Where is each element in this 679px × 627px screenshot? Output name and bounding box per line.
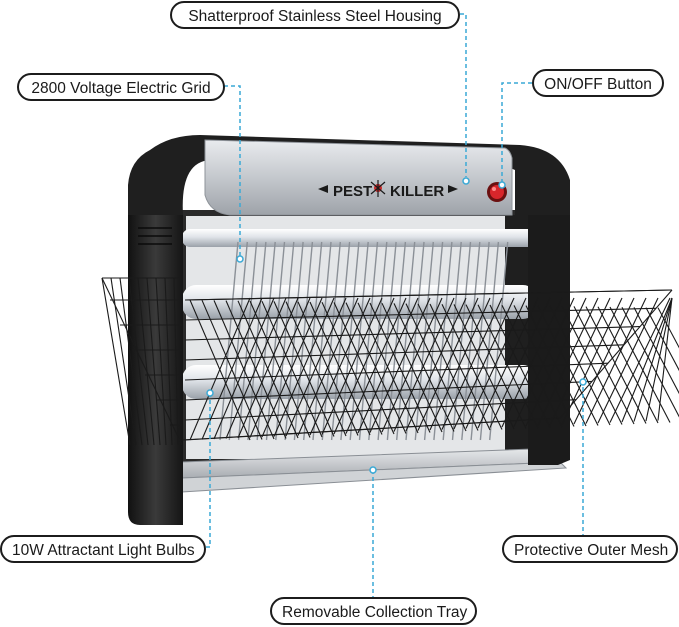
mosquito-icon	[370, 180, 386, 197]
leader-grid	[224, 85, 241, 257]
arrow-left-icon	[318, 185, 328, 193]
callout-electric-grid: 2800 Voltage Electric Grid	[17, 73, 225, 101]
brand-text-left: PEST	[333, 183, 372, 200]
arrow-right-icon	[448, 185, 458, 193]
left-vents	[138, 227, 172, 245]
leader-button	[501, 82, 532, 182]
leader-dots	[206, 177, 587, 474]
callout-light-bulbs: 10W Attractant Light Bulbs	[0, 535, 206, 563]
brand-text-right: KILLER	[390, 183, 444, 200]
brand-logo: PEST KILLER	[318, 180, 458, 200]
callout-collection-tray: Removable Collection Tray	[270, 597, 477, 625]
callout-outer-mesh: Protective Outer Mesh	[502, 535, 678, 563]
leader-bulbs	[206, 396, 211, 548]
outer-mesh-left	[101, 277, 183, 446]
left-side-housing	[128, 215, 183, 525]
callout-housing: Shatterproof Stainless Steel Housing	[170, 1, 460, 29]
top-rod	[182, 229, 547, 247]
callout-on-off-button: ON/OFF Button	[532, 69, 664, 97]
leader-housing	[460, 13, 467, 177]
outer-mesh-right	[181, 289, 679, 441]
steel-housing	[204, 139, 513, 216]
